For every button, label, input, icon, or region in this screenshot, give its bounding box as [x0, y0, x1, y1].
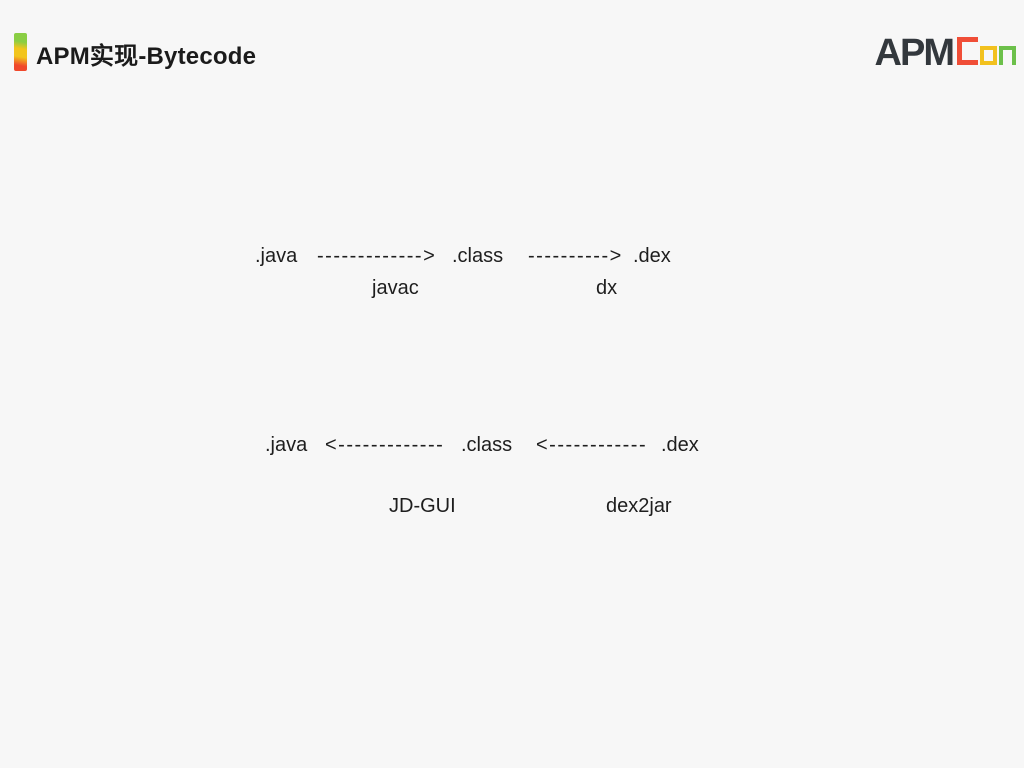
- decompile-arrow-class-to-java: <-------------: [325, 434, 445, 456]
- compile-tool-dx-label: dx: [596, 277, 618, 299]
- logo-letter-o-icon: [980, 46, 997, 65]
- compile-stage-java: .java: [255, 245, 298, 267]
- logo-text-apm: APM: [874, 32, 955, 74]
- compile-tool-javac-label: javac: [372, 277, 419, 299]
- decompile-stage-java: .java: [265, 434, 308, 456]
- decompile-arrow-dex-to-class: <------------: [536, 434, 648, 456]
- compile-arrow-java-to-class: ------------->: [317, 245, 437, 267]
- title-accent-bar-icon: [14, 33, 27, 71]
- decompile-tool-dex2jar-label: dex2jar: [606, 495, 672, 517]
- apmcon-logo: APM: [875, 34, 1016, 72]
- slide-title: APM实现-Bytecode: [36, 43, 257, 70]
- decompile-tool-jdgui-label: JD-GUI: [389, 495, 456, 517]
- compile-stage-dex: .dex: [633, 245, 671, 267]
- decompile-stage-dex: .dex: [661, 434, 699, 456]
- decompile-stage-class: .class: [461, 434, 513, 456]
- logo-letter-c-icon: [957, 37, 978, 65]
- logo-letter-n-icon: [999, 46, 1016, 65]
- compile-stage-class: .class: [452, 245, 504, 267]
- compile-arrow-class-to-dex: ---------->: [528, 245, 623, 267]
